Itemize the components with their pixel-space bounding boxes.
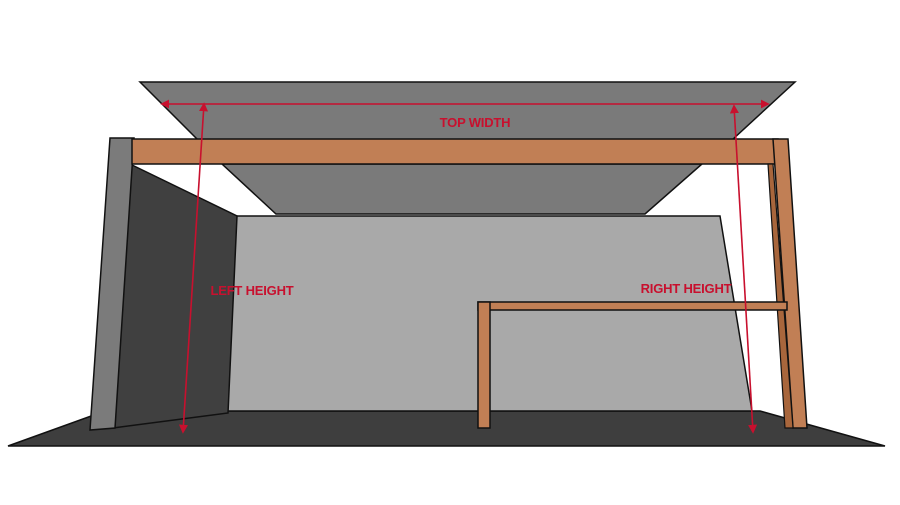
left-wall-edge bbox=[89, 137, 135, 431]
right-height-arrow bbox=[729, 104, 758, 434]
right-height-label: RIGHT HEIGHT bbox=[641, 281, 732, 296]
top-beam bbox=[131, 138, 779, 165]
right-post-side bbox=[767, 163, 794, 429]
right-post bbox=[772, 138, 808, 429]
top-width-label: TOP WIDTH bbox=[440, 115, 511, 130]
left-height-label: LEFT HEIGHT bbox=[210, 283, 293, 298]
left-height-arrow bbox=[178, 102, 209, 434]
ceiling-front-panel bbox=[138, 81, 797, 141]
side-beam bbox=[477, 301, 788, 311]
ceiling-back bbox=[220, 163, 704, 215]
middle-post bbox=[477, 301, 491, 429]
